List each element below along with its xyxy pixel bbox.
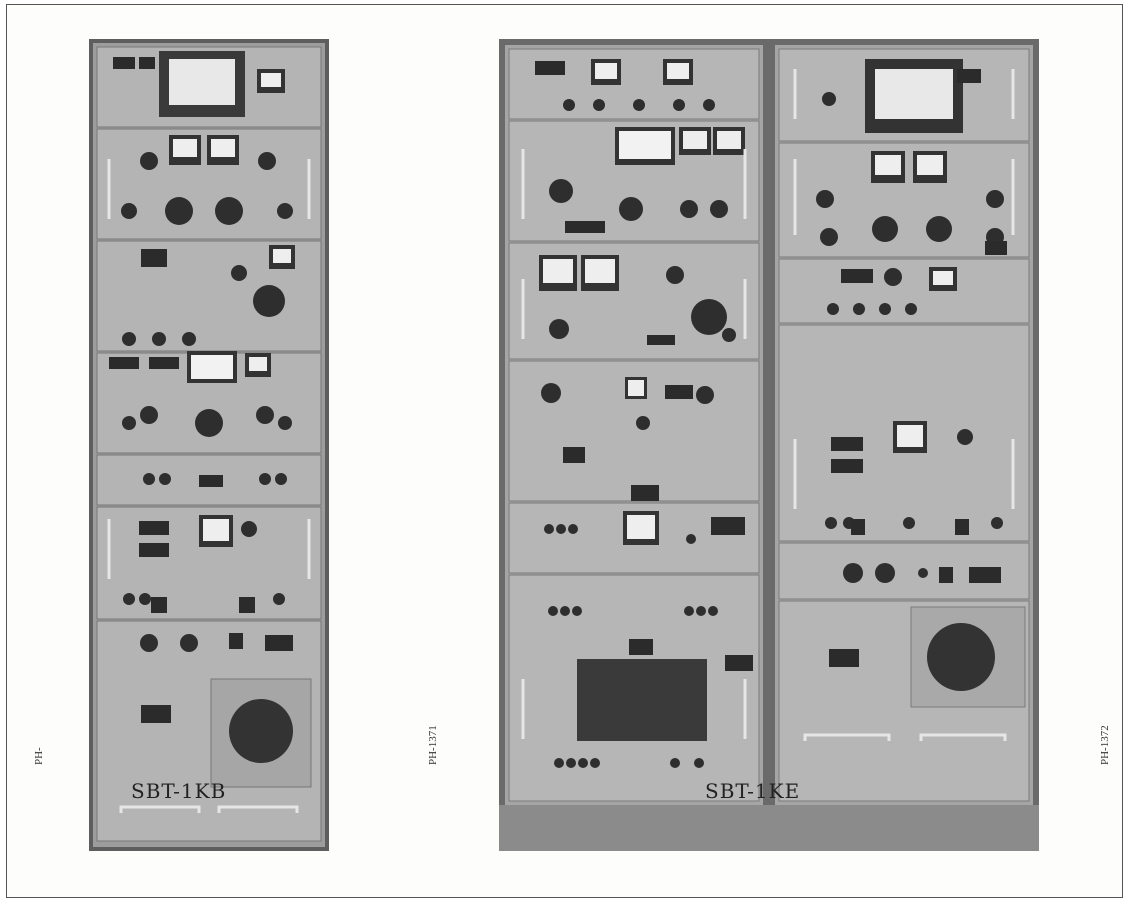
sbt-1kb-rack-photo	[89, 39, 329, 851]
photo-label-left: PH-	[33, 747, 45, 765]
photo-label-center: PH-1371	[427, 725, 439, 765]
sbt-1ke-rack-photo	[499, 39, 1039, 851]
sbt-1kb-caption: SBT-1KB	[131, 779, 227, 803]
photo-label-right: PH-1372	[1099, 725, 1111, 765]
document-page: SBT-1KB SBT-1KE PH- PH-1371 PH-1372	[6, 4, 1123, 898]
sbt-1ke-caption: SBT-1KE	[705, 779, 801, 803]
